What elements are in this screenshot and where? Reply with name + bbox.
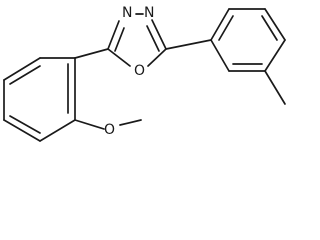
bond-r1-r2 [210,8,230,41]
bond-r1-r2-inner [218,15,234,41]
atom-label-n-left: N [122,5,132,21]
bond-aryl-methyl [264,70,286,105]
bond-n4-c5 [151,19,167,50]
bond-c2-n3 [107,20,120,50]
bond-r6-r1 [210,39,230,72]
bond-l4-l5 [3,119,41,142]
oxadiazole-ring [107,13,167,67]
atom-label-o-ring: O [134,63,145,79]
bond-l2-l3 [3,57,41,81]
atom-label-n-right: N [144,5,154,21]
chemical-structure-diagram: N N O O [3,5,286,142]
bond-c5-aryl-right [165,39,212,50]
bond-omethoxy-methyl [119,119,142,126]
atom-label-o-methoxy: O [104,122,115,138]
bond-o1-c2 [107,48,131,67]
methoxyphenyl-ring [3,57,76,142]
bond-l5-l6 [39,119,76,142]
bond-l2-l3-inner [9,65,41,85]
bond-r3-r4-inner [261,15,278,41]
bond-aryl-omethoxy [74,119,105,130]
methylphenyl-ring [210,8,286,72]
bond-c5-o1 [147,48,167,67]
bond-l4-l5-inner [9,115,41,134]
bond-c2-aryl-left [74,48,109,59]
bond-r4-r5 [264,39,286,72]
bond-r3-r4 [264,8,286,41]
bond-n4-c5-double [146,25,160,52]
bond-c2-n3-double [114,27,125,52]
